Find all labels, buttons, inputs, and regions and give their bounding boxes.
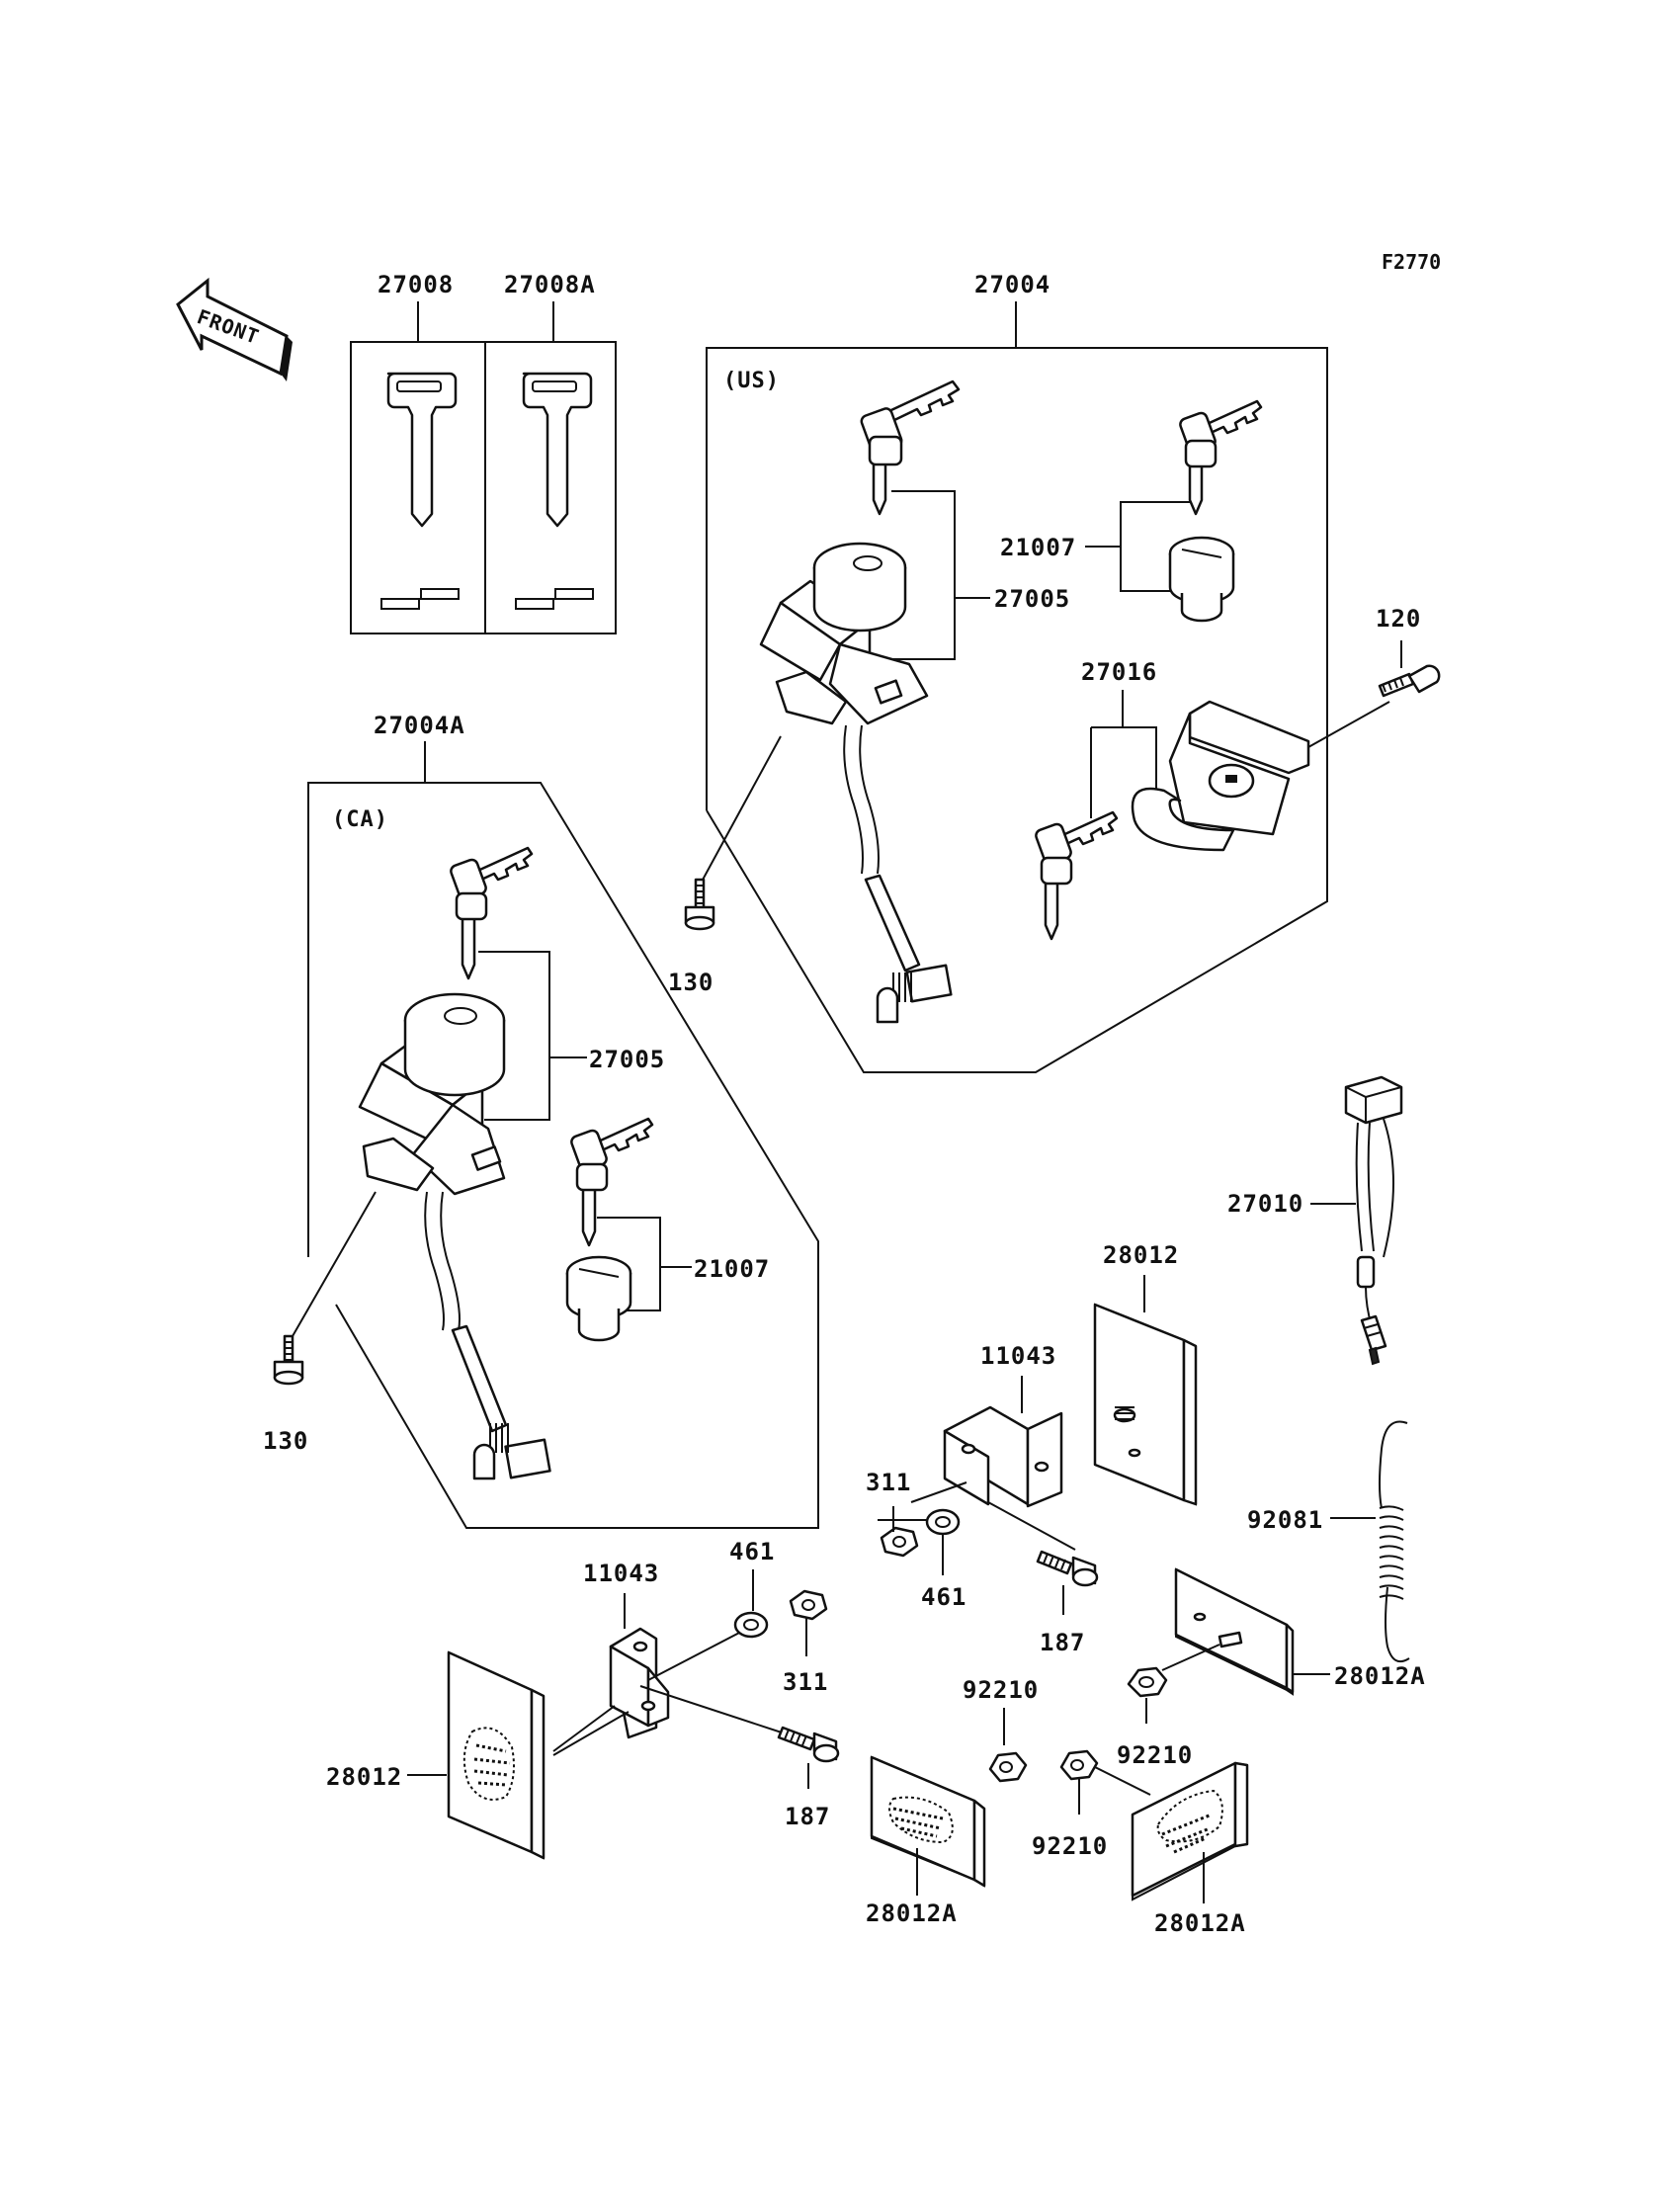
label-28012-top: 28012 xyxy=(1103,1241,1179,1269)
reflector-28012-upper-icon xyxy=(1093,1303,1198,1506)
label-120: 120 xyxy=(1376,605,1421,633)
label-92210-b: 92210 xyxy=(963,1676,1039,1704)
lock-cylinder-ca-icon xyxy=(565,1255,632,1342)
bolt-187-upper-icon xyxy=(1036,1550,1099,1587)
label-27008: 27008 xyxy=(378,271,454,298)
screw-130-ca-icon xyxy=(273,1334,304,1386)
lock-cylinder-keys-ca-icon xyxy=(570,1117,654,1247)
ignition-switch-ca-icon xyxy=(358,992,551,1480)
region-ca: (CA) xyxy=(332,807,388,832)
washer-461-lower-icon xyxy=(733,1611,769,1639)
spring-92081-group: 92081 xyxy=(1247,1420,1410,1662)
label-21007-ca: 21007 xyxy=(694,1255,770,1283)
reflector-28012A-right-group: 28012A 92210 xyxy=(1117,1567,1426,1769)
bracket-11043-lower-group: 11043 461 311 187 xyxy=(552,1538,840,1830)
label-92210-c: 92210 xyxy=(1032,1832,1108,1860)
washer-461-upper-icon xyxy=(925,1508,961,1536)
label-27004: 27004 xyxy=(974,271,1050,298)
label-28012A-low: 28012A xyxy=(1154,1909,1246,1937)
bracket-11043-lower-icon xyxy=(609,1627,670,1739)
front-arrow-icon: FRONT xyxy=(176,277,293,381)
label-11043-upper: 11043 xyxy=(980,1342,1056,1370)
label-461-upper: 461 xyxy=(921,1583,966,1611)
key-blank-icon xyxy=(380,372,460,610)
ignition-keys-icon xyxy=(860,380,961,516)
reflector-28012A-low-icon xyxy=(1131,1761,1249,1901)
lock-cylinder-keys-us-icon xyxy=(1179,399,1263,516)
key-blank-alt-icon xyxy=(515,372,594,610)
figure-code: F2770 xyxy=(1382,250,1441,274)
spring-92081-icon xyxy=(1379,1420,1410,1662)
screw-130-us-icon xyxy=(684,878,715,931)
label-311-upper: 311 xyxy=(866,1469,911,1496)
ignition-kit-us: 27004 (US) 27005 xyxy=(668,271,1441,1073)
label-11043-lower: 11043 xyxy=(583,1560,659,1587)
label-461-lower: 461 xyxy=(729,1538,775,1565)
bracket-11043-upper-group: 11043 311 461 187 xyxy=(866,1342,1099,1656)
nut-311-upper-icon xyxy=(880,1526,919,1558)
reflector-28012A-mid-group: 92210 28012A xyxy=(866,1676,1039,1927)
reflector-28012A-mid-icon xyxy=(870,1755,986,1888)
reflector-28012-upper-group: 28012 xyxy=(1093,1241,1198,1506)
reflector-28012A-low-group: 92210 28012A xyxy=(1032,1749,1249,1937)
label-21007-us: 21007 xyxy=(1000,534,1076,561)
key-blank-group: 27008 27008A xyxy=(350,271,617,634)
label-28012A-mid: 28012A xyxy=(866,1900,958,1927)
lock-cylinder-us-icon xyxy=(1168,536,1235,623)
nut-92210-c-icon xyxy=(1059,1749,1099,1781)
label-27005-ca: 27005 xyxy=(589,1046,665,1073)
ignition-keys-ca-icon xyxy=(450,846,534,980)
kit-ca-frame xyxy=(307,782,819,1529)
label-28012A-right: 28012A xyxy=(1334,1662,1426,1690)
label-27008A: 27008A xyxy=(504,271,596,298)
reflector-28012A-right-icon xyxy=(1174,1567,1295,1696)
bolt-120-icon xyxy=(1378,664,1441,698)
key-blank-frame xyxy=(350,341,617,634)
nut-92210-b-icon xyxy=(988,1751,1028,1783)
kit-us-frame xyxy=(706,347,1328,1073)
reflector-28012-left-icon xyxy=(447,1650,546,1860)
label-92210-a: 92210 xyxy=(1117,1741,1193,1769)
label-130-us: 130 xyxy=(668,969,714,996)
label-92081: 92081 xyxy=(1247,1506,1323,1534)
reflector-28012-left-group: 28012 xyxy=(326,1650,630,1860)
label-311-lower: 311 xyxy=(783,1668,828,1696)
ignition-switch-us-icon xyxy=(759,542,953,1024)
ignition-kit-ca: 27004A (CA) 27005 xyxy=(263,712,819,1529)
bolt-187-lower-icon xyxy=(777,1726,840,1763)
label-130-ca: 130 xyxy=(263,1427,308,1455)
switch-27010-group: 27010 xyxy=(1227,1075,1403,1366)
switch-27010-icon xyxy=(1344,1075,1403,1366)
label-27005-us: 27005 xyxy=(994,585,1070,613)
label-28012-left: 28012 xyxy=(326,1763,402,1791)
helmet-lock-keys-icon xyxy=(1035,810,1119,941)
nut-92210-a-icon xyxy=(1127,1666,1168,1698)
helmet-lock-icon xyxy=(1131,700,1310,852)
label-27004A: 27004A xyxy=(374,712,465,739)
label-27016: 27016 xyxy=(1081,658,1157,686)
region-us: (US) xyxy=(723,369,780,393)
nut-311-lower-icon xyxy=(789,1589,828,1621)
label-187-lower: 187 xyxy=(785,1803,830,1830)
bracket-11043-upper-icon xyxy=(943,1405,1063,1508)
label-187-upper: 187 xyxy=(1040,1629,1085,1656)
label-27010: 27010 xyxy=(1227,1190,1303,1218)
